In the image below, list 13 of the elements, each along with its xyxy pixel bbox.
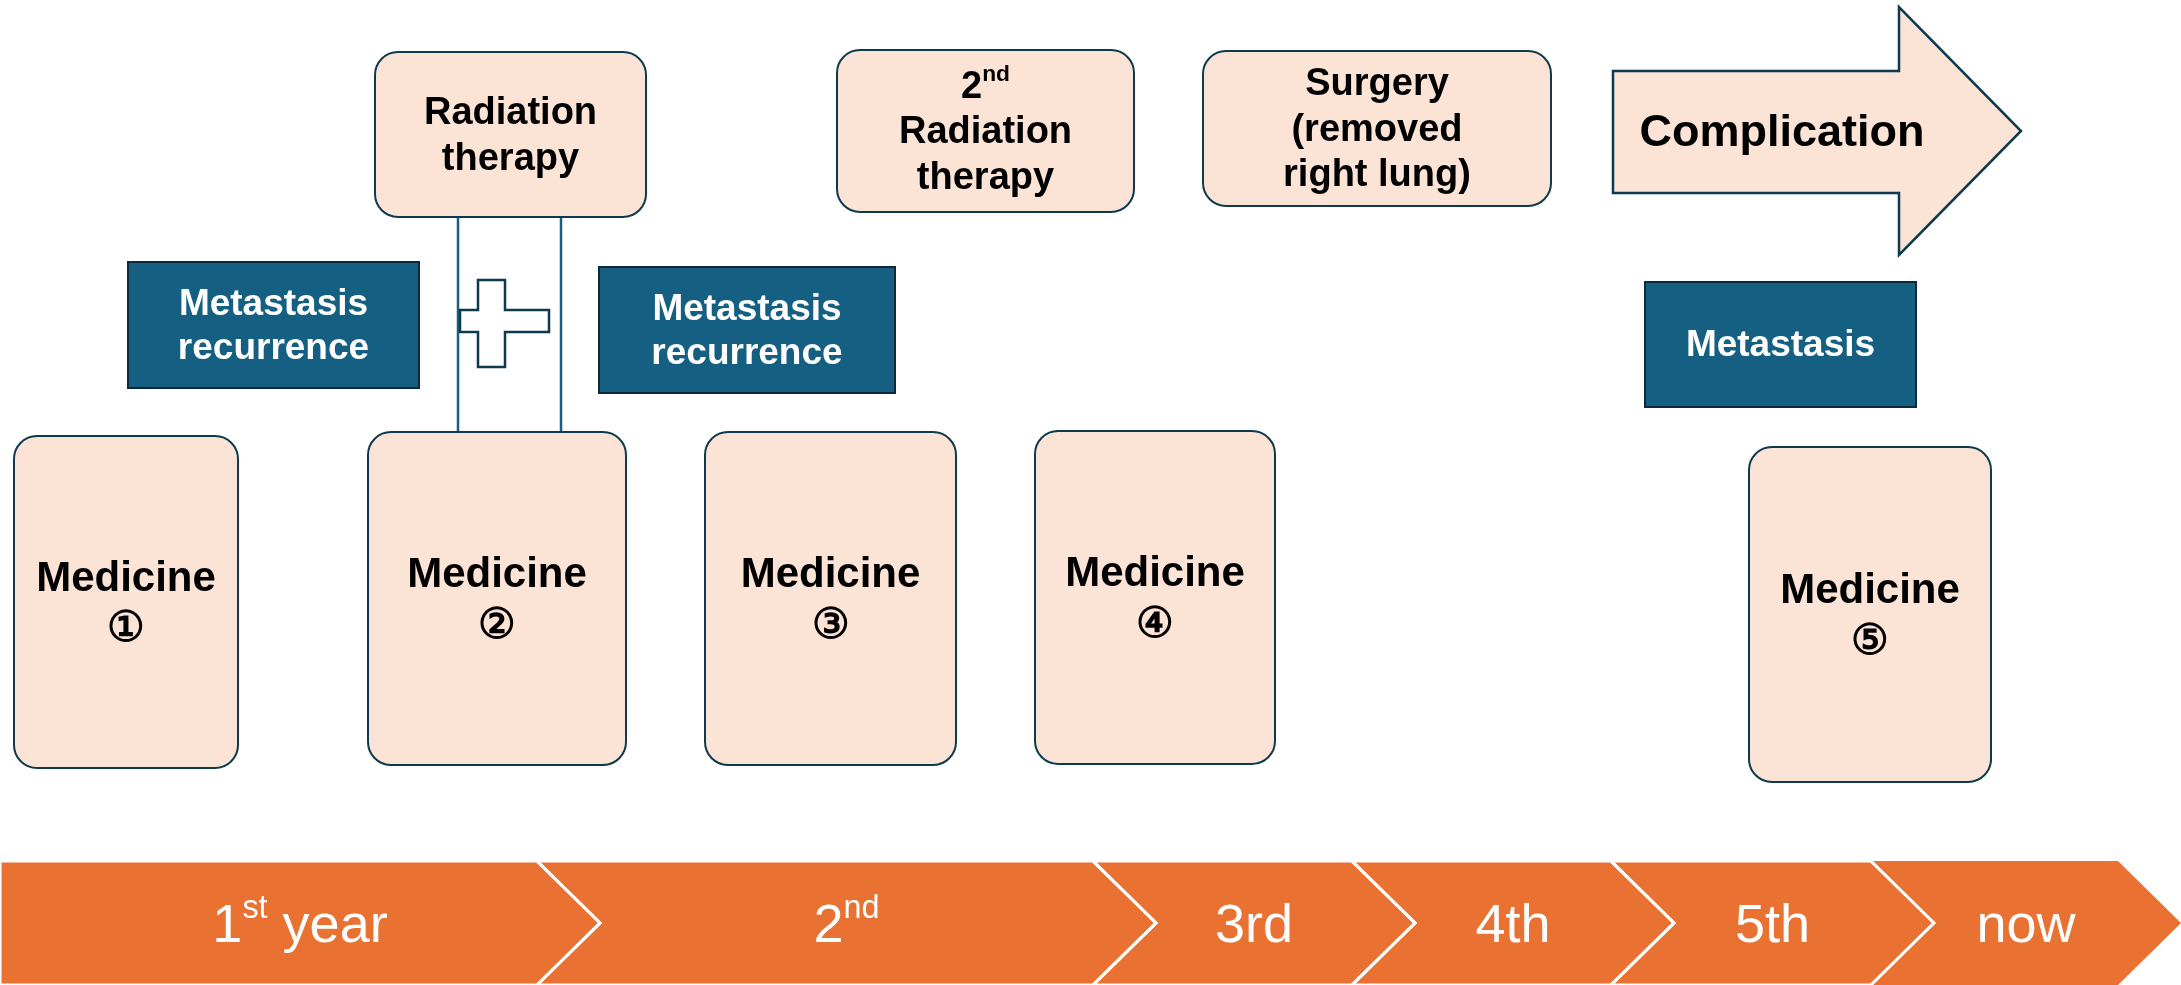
status-box: Metastasis recurrence (598, 266, 896, 394)
event-box: 2$^{nd}$ Radiation therapy (836, 49, 1135, 213)
event-box: Medicine ③ (704, 431, 957, 766)
event-box: Radiation therapy (374, 51, 647, 218)
connector-line (456, 218, 460, 431)
event-box: Medicine ① (13, 435, 239, 769)
event-box: Medicine ⑤ (1748, 446, 1992, 783)
status-box: Metastasis recurrence (127, 261, 420, 389)
status-box: Metastasis (1644, 281, 1917, 408)
event-box: Medicine ② (367, 431, 627, 766)
event-box: Medicine ④ (1034, 430, 1276, 765)
connector-line (559, 218, 563, 431)
event-box: Surgery (removed right lung) (1202, 50, 1552, 207)
